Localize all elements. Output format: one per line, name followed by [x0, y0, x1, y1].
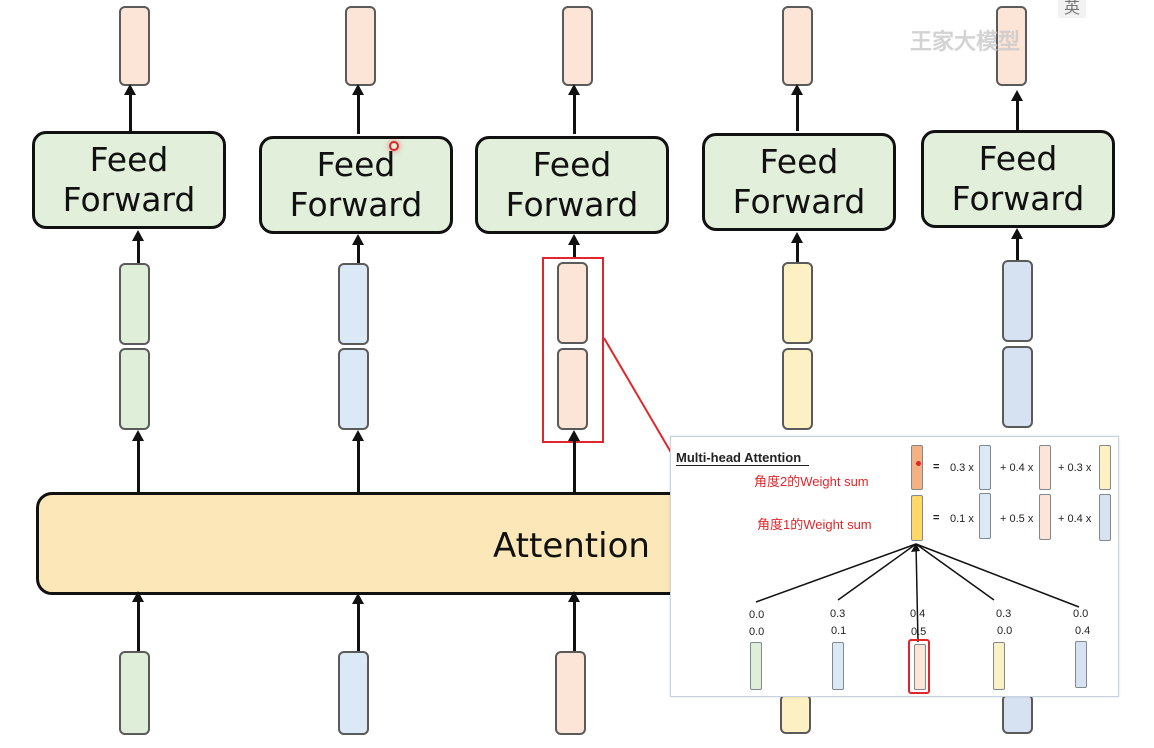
weight-top-2: 0.3 [830, 608, 846, 620]
row1-equals: = [933, 512, 940, 524]
head-vector-5b [1002, 346, 1033, 428]
weight-bottom-1: 0.0 [749, 626, 765, 638]
row1-term-1: 0.1 x [950, 513, 974, 525]
multi-head-attention-inset: Multi-head Attention 角度2的Weight sum = 0.… [670, 436, 1119, 697]
arrow-input-to-attn-1 [132, 591, 144, 651]
weight-top-3: 0.4 [910, 608, 926, 620]
head-vector-1b [119, 348, 150, 430]
row2-vector-3 [1099, 445, 1111, 490]
row1-vector-2 [1039, 494, 1051, 540]
row2-term-2: + 0.4 x [1000, 462, 1034, 474]
input-vector-3 [555, 651, 586, 735]
feed-forward-line2: Forward [505, 185, 639, 224]
row1-term-2: + 0.5 x [1000, 513, 1034, 525]
row1-result-vector [911, 495, 923, 541]
inset-input-vector-2 [832, 642, 844, 690]
output-vector-1 [119, 6, 150, 86]
cursor-dot-icon [389, 141, 399, 151]
weight-bottom-3: 0.5 [911, 626, 927, 638]
feed-forward-line2: Forward [62, 180, 196, 219]
row1-label: 角度1的Weight sum [757, 517, 872, 532]
inset-highlight-box [908, 639, 930, 694]
feed-forward-line1: Feed [89, 140, 169, 179]
arrow-concat-to-ff-5 [1011, 228, 1023, 262]
head-vector-4a [782, 262, 813, 344]
arrow-attn-to-head-3 [568, 430, 580, 492]
arrow-concat-to-ff-3 [568, 234, 580, 259]
input-vector-5 [1002, 694, 1033, 734]
weight-bottom-4: 0.0 [997, 625, 1013, 637]
input-vector-4 [780, 694, 811, 734]
output-vector-2 [345, 6, 376, 86]
feed-forward-line1: Feed [978, 139, 1058, 178]
output-vector-5 [996, 6, 1027, 86]
feed-forward-line1: Feed [759, 142, 839, 181]
feed-forward-box-2: Feed Forward [259, 136, 453, 234]
watermark-corner-label: 英 [1058, 0, 1087, 18]
arrow-ff-to-output-3 [568, 84, 580, 134]
row1-vector-3 [1099, 494, 1111, 541]
arrow-ff-to-output-2 [352, 84, 364, 134]
inset-input-vector-5 [1075, 641, 1087, 688]
feed-forward-box-3: Feed Forward [475, 136, 669, 234]
head-vector-5a [1002, 260, 1033, 342]
arrow-concat-to-ff-1 [132, 230, 144, 264]
cursor-dot-icon [916, 461, 921, 466]
feed-forward-line2: Forward [732, 182, 866, 221]
head-vector-2b [338, 348, 369, 430]
arrow-attn-to-head-1 [132, 430, 144, 492]
arrow-ff-to-output-1 [124, 84, 136, 131]
row2-term-3: + 0.3 x [1058, 462, 1092, 474]
inset-input-vector-3 [914, 644, 926, 690]
watermark-text: 王家大模型 [910, 29, 1021, 54]
feed-forward-line1: Feed [532, 145, 612, 184]
weight-top-4: 0.3 [996, 608, 1012, 620]
row2-vector-1 [979, 445, 991, 490]
head-vector-3b [557, 348, 588, 430]
arrow-ff-to-output-5 [1011, 90, 1023, 131]
weight-top-5: 0.0 [1073, 608, 1089, 620]
input-vector-1 [119, 651, 150, 735]
inset-title: Multi-head Attention [676, 450, 810, 466]
arrow-input-to-attn-3 [568, 591, 580, 651]
arrow-input-to-attn-2 [352, 593, 364, 651]
head-vector-4b [782, 348, 813, 430]
head-vector-2a [338, 263, 369, 345]
row2-vector-2 [1039, 445, 1051, 490]
weight-bottom-5: 0.4 [1075, 625, 1091, 637]
weight-lines [755, 543, 1080, 643]
feed-forward-box-1: Feed Forward [32, 131, 226, 229]
head-vector-3a [557, 262, 588, 344]
feed-forward-box-4: Feed Forward [702, 133, 896, 231]
output-vector-4 [782, 6, 813, 86]
row2-label: 角度2的Weight sum [754, 474, 869, 489]
row2-equals: = [933, 461, 940, 473]
input-vector-2 [338, 651, 369, 735]
arrow-concat-to-ff-4 [791, 232, 803, 264]
arrow-ff-to-output-4 [791, 84, 803, 131]
row2-term-1: 0.3 x [950, 462, 974, 474]
head-vector-1a [119, 263, 150, 345]
row2-result-vector [911, 445, 923, 490]
attention-label: Attention [493, 526, 650, 566]
row1-vector-1 [979, 493, 991, 539]
inset-input-vector-1 [750, 642, 762, 690]
row1-term-3: + 0.4 x [1058, 513, 1092, 525]
feed-forward-line2: Forward [289, 185, 423, 224]
arrow-concat-to-ff-2 [352, 234, 364, 264]
feed-forward-line1: Feed [316, 145, 396, 184]
feed-forward-box-5: Feed Forward [921, 130, 1115, 228]
arrow-attn-to-head-2 [352, 430, 364, 496]
weight-top-1: 0.0 [749, 609, 765, 621]
weight-bottom-2: 0.1 [831, 625, 847, 637]
inset-input-vector-4 [993, 642, 1005, 690]
feed-forward-line2: Forward [951, 179, 1085, 218]
